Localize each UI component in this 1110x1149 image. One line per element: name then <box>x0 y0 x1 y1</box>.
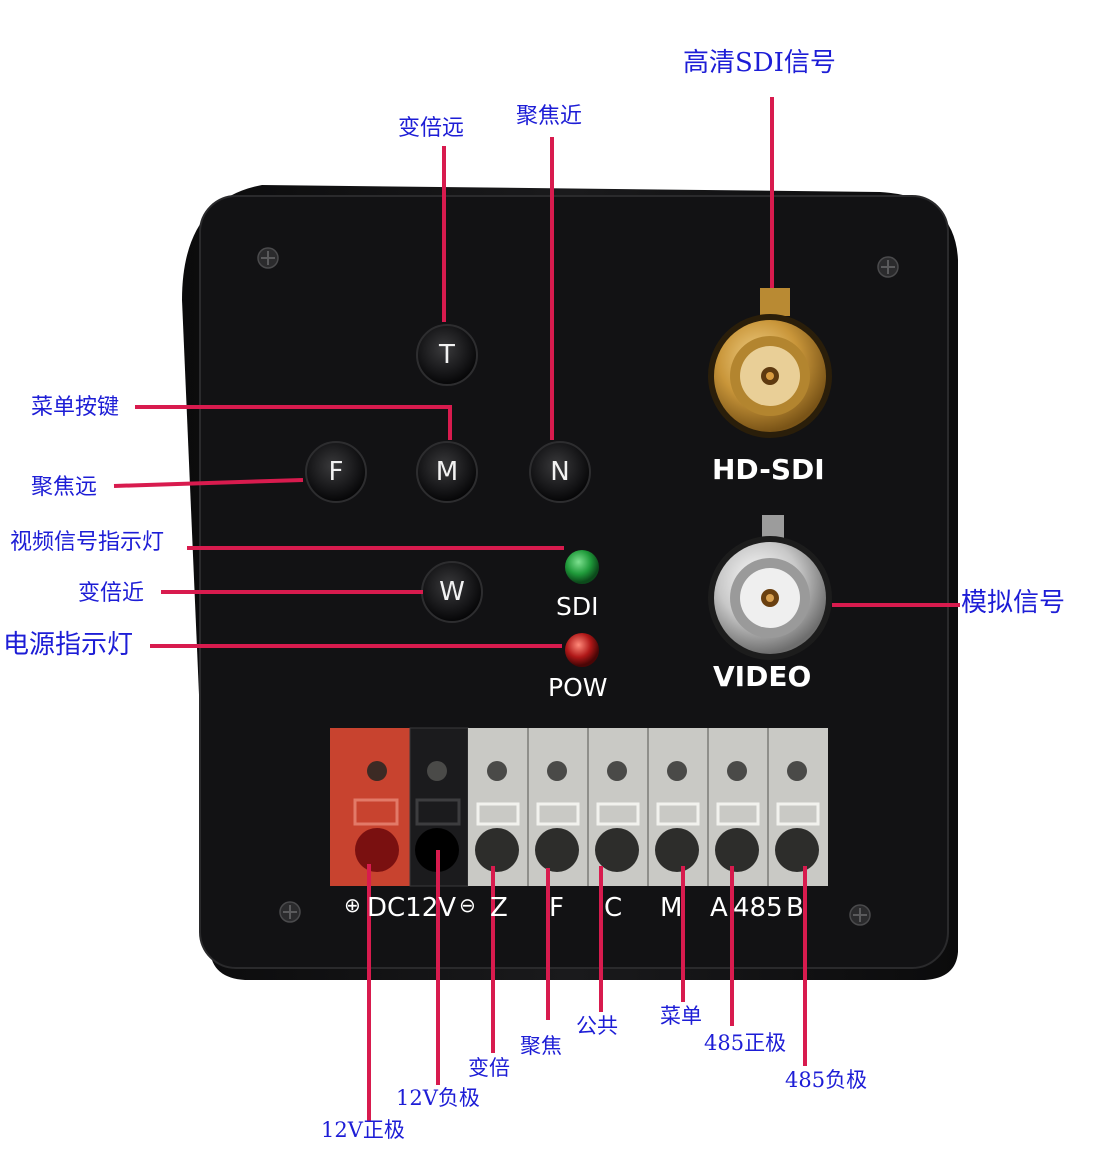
terminal-485-label: 485 <box>733 895 783 921</box>
label-hd-sdi-signal: 高清SDI信号 <box>683 50 836 76</box>
plus-symbol: ⊕ <box>344 895 361 915</box>
hd-sdi-panel-label: HD-SDI <box>712 456 825 484</box>
label-analog-signal: 模拟信号 <box>961 590 1065 616</box>
sdi-led-label: SDI <box>556 594 599 619</box>
label-zoom: 变倍 <box>468 1058 510 1079</box>
button-w-label: W <box>422 579 482 605</box>
power-led <box>565 633 599 667</box>
terminal-b-label: B <box>786 895 804 921</box>
terminal-f-label: F <box>549 895 564 921</box>
pow-led-label: POW <box>548 675 607 700</box>
label-focus: 聚焦 <box>520 1036 562 1057</box>
button-t-label: T <box>417 342 477 368</box>
label-menu: 菜单 <box>660 1006 702 1027</box>
label-focus-far: 聚焦远 <box>31 477 97 499</box>
terminal-c-label: C <box>604 895 622 921</box>
label-zoom-near: 变倍近 <box>78 583 144 605</box>
video-panel-label: VIDEO <box>713 663 811 691</box>
label-focus-near: 聚焦近 <box>516 106 582 128</box>
label-zoom-far: 变倍远 <box>398 118 464 140</box>
minus-symbol: ⊖ <box>459 895 476 915</box>
button-f-label: F <box>306 459 366 485</box>
label-12v-positive: 12V正极 <box>321 1120 405 1141</box>
label-menu-key: 菜单按键 <box>31 397 119 419</box>
label-485-positive: 485正极 <box>704 1033 786 1054</box>
dc12v-label: DC12V <box>367 895 456 921</box>
terminal-a-label: A <box>710 895 728 921</box>
label-12v-negative: 12V负极 <box>396 1088 480 1109</box>
button-m-label: M <box>417 459 477 485</box>
sdi-led <box>565 550 599 584</box>
terminal-z-label: Z <box>490 895 508 921</box>
label-power-led: 电源指示灯 <box>3 632 133 658</box>
label-485-negative: 485负极 <box>785 1070 867 1091</box>
label-video-signal-led: 视频信号指示灯 <box>10 532 164 554</box>
button-n-label: N <box>530 459 590 485</box>
terminal-m-label: M <box>660 895 682 921</box>
label-common: 公共 <box>576 1016 618 1037</box>
terminal-block <box>330 728 828 886</box>
